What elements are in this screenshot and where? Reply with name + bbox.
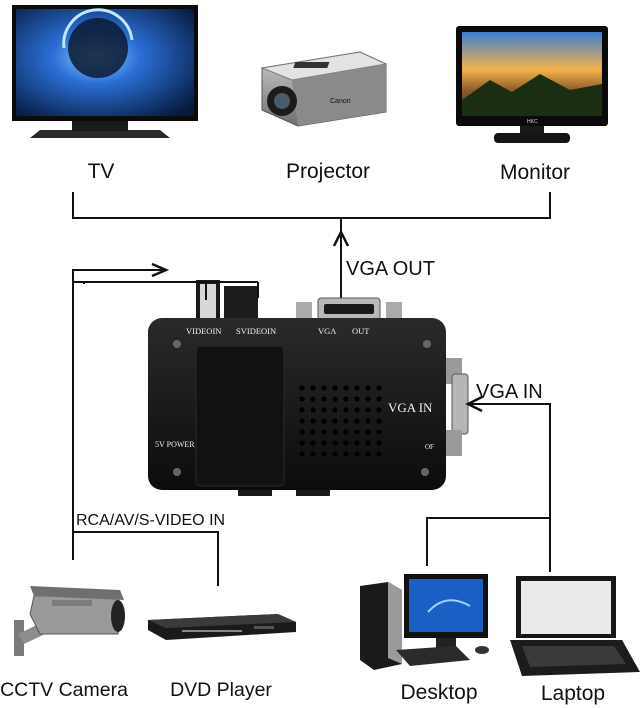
vent-grid <box>299 385 382 457</box>
monitor-icon: HKC <box>456 26 608 143</box>
vent-hole <box>354 440 360 446</box>
converter-svideoin-label: SVIDEOIN <box>236 326 276 336</box>
vent-hole <box>321 385 327 391</box>
vent-hole <box>299 385 305 391</box>
vent-hole <box>376 418 382 424</box>
vent-hole <box>376 429 382 435</box>
converter-videoin-label: VIDEOIN <box>186 326 221 336</box>
cctv-camera-icon <box>14 586 125 656</box>
vent-hole <box>321 396 327 402</box>
vent-hole <box>365 407 371 413</box>
laptop-label: Laptop <box>541 682 605 705</box>
vent-hole <box>332 385 338 391</box>
converter-power-label: 5V POWER <box>155 440 195 449</box>
vent-hole <box>343 396 349 402</box>
projector-label: Projector <box>286 160 370 183</box>
vent-hole <box>310 451 316 457</box>
vent-hole <box>343 429 349 435</box>
vga-in-label: VGA IN <box>476 381 543 403</box>
vent-hole <box>332 440 338 446</box>
vent-hole <box>354 418 360 424</box>
vga-out-arrow <box>332 229 350 247</box>
vent-hole <box>354 407 360 413</box>
vga-out-label: VGA OUT <box>346 258 435 280</box>
vent-hole <box>332 418 338 424</box>
vga-input-wiring <box>426 395 551 572</box>
vent-hole <box>310 429 316 435</box>
vent-hole <box>299 429 305 435</box>
vent-hole <box>376 440 382 446</box>
vent-hole <box>365 385 371 391</box>
vent-hole <box>376 396 382 402</box>
dvd-player-icon <box>148 614 296 640</box>
vent-hole <box>376 407 382 413</box>
vent-hole <box>321 440 327 446</box>
vent-hole <box>332 429 338 435</box>
vent-hole <box>332 451 338 457</box>
converter-vga-label: VGA <box>318 326 337 336</box>
vga-in-arrow <box>465 395 483 413</box>
vent-hole <box>343 440 349 446</box>
desktop-label: Desktop <box>400 681 477 704</box>
vent-hole <box>310 440 316 446</box>
vent-hole <box>299 396 305 402</box>
dvd-player-label: DVD Player <box>170 679 272 701</box>
vent-hole <box>354 429 360 435</box>
vent-hole <box>376 451 382 457</box>
vent-hole <box>365 451 371 457</box>
tv-label: TV <box>88 160 115 183</box>
vent-hole <box>321 418 327 424</box>
vent-hole <box>343 451 349 457</box>
vent-hole <box>321 451 327 457</box>
vent-hole <box>321 429 327 435</box>
vent-hole <box>310 385 316 391</box>
vent-hole <box>299 407 305 413</box>
vent-hole <box>365 440 371 446</box>
tv-icon <box>12 5 198 138</box>
vent-hole <box>365 429 371 435</box>
vent-hole <box>343 407 349 413</box>
projector-icon: Canon <box>260 51 388 127</box>
vent-hole <box>332 396 338 402</box>
output-wiring <box>72 192 551 300</box>
vent-hole <box>376 385 382 391</box>
rca-video-in-label: RCA/AV/S-VIDEO IN <box>76 512 225 529</box>
projector-brand: Canon <box>330 98 351 105</box>
vent-hole <box>343 418 349 424</box>
vent-hole <box>354 385 360 391</box>
vent-hole <box>365 396 371 402</box>
monitor-brand: HKC <box>527 119 538 125</box>
monitor-label: Monitor <box>500 161 570 184</box>
vent-hole <box>354 396 360 402</box>
vent-hole <box>332 407 338 413</box>
vent-hole <box>354 451 360 457</box>
vent-hole <box>299 440 305 446</box>
converter-vgain-label: VGA IN <box>388 400 433 415</box>
vent-hole <box>310 407 316 413</box>
vent-hole <box>321 407 327 413</box>
vent-hole <box>310 396 316 402</box>
vent-hole <box>365 418 371 424</box>
vent-hole <box>299 451 305 457</box>
vga-converter-box <box>148 280 469 496</box>
vent-hole <box>299 418 305 424</box>
desktop-computer-icon <box>360 574 489 670</box>
cctv-camera-label: CCTV Camera <box>0 679 128 701</box>
vent-hole <box>310 418 316 424</box>
laptop-icon <box>510 576 640 676</box>
video-input-wiring <box>72 262 259 586</box>
video-in-arrow <box>151 262 170 278</box>
vent-hole <box>343 385 349 391</box>
converter-out-label: OUT <box>352 326 370 336</box>
converter-of-label: OF <box>425 443 434 451</box>
